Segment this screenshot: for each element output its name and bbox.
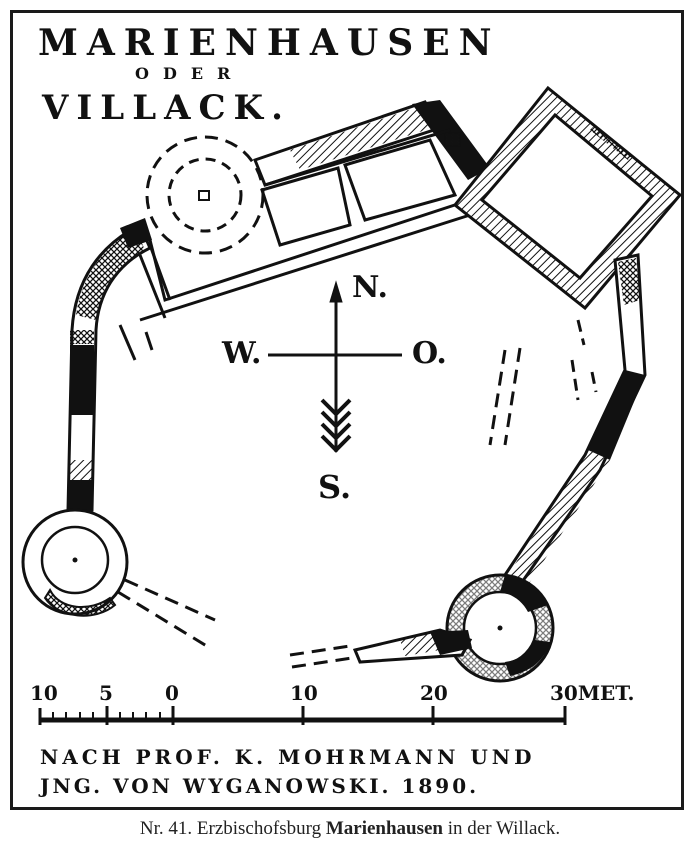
compass-south-label: S. <box>318 468 352 506</box>
plan-subtitle: VILLACK. <box>42 88 291 128</box>
scale-bar <box>38 706 567 725</box>
plan-frame <box>10 10 684 810</box>
scale-label-0: 0 <box>165 681 179 705</box>
compass-north-label: N. <box>352 270 388 305</box>
dashed-round-tower <box>145 135 265 255</box>
west-curtain-wall <box>66 218 152 515</box>
scale-label-10-left: 10 <box>30 681 58 705</box>
scale-label-30-meters: 30MET. <box>550 681 635 705</box>
inner-buildings <box>118 128 471 361</box>
plan-title: MARIENHAUSEN <box>38 22 501 64</box>
caption-prefix: Nr. 41. Erzbischofsburg <box>139 818 326 839</box>
figure-caption: Nr. 41. Erzbischofsburg Marienhausen in … <box>0 818 700 840</box>
south-west-tower <box>21 508 216 650</box>
compass-west-label: W. <box>222 336 262 371</box>
scale-label-5: 5 <box>99 681 113 705</box>
credit-line-1: NACH PROF. K. MOHRMANN UND <box>40 745 536 769</box>
credit-line-2: JNG. VON WYGANOWSKI. 1890. <box>40 774 480 798</box>
north-east-square-tower <box>452 85 683 311</box>
compass-east-label: O. <box>412 336 447 371</box>
caption-suffix: in der Willack. <box>443 818 561 839</box>
scale-label-20: 20 <box>420 681 448 705</box>
south-east-tower <box>289 573 555 683</box>
east-curtain-wall <box>488 253 647 588</box>
north-arrow-head <box>329 280 343 303</box>
compass-rose <box>268 280 402 453</box>
scale-label-10: 10 <box>290 681 318 705</box>
caption-castle-name: Marienhausen <box>325 818 444 839</box>
north-curtain-wall <box>253 100 490 187</box>
plan-title-connector: ODER <box>135 64 245 83</box>
